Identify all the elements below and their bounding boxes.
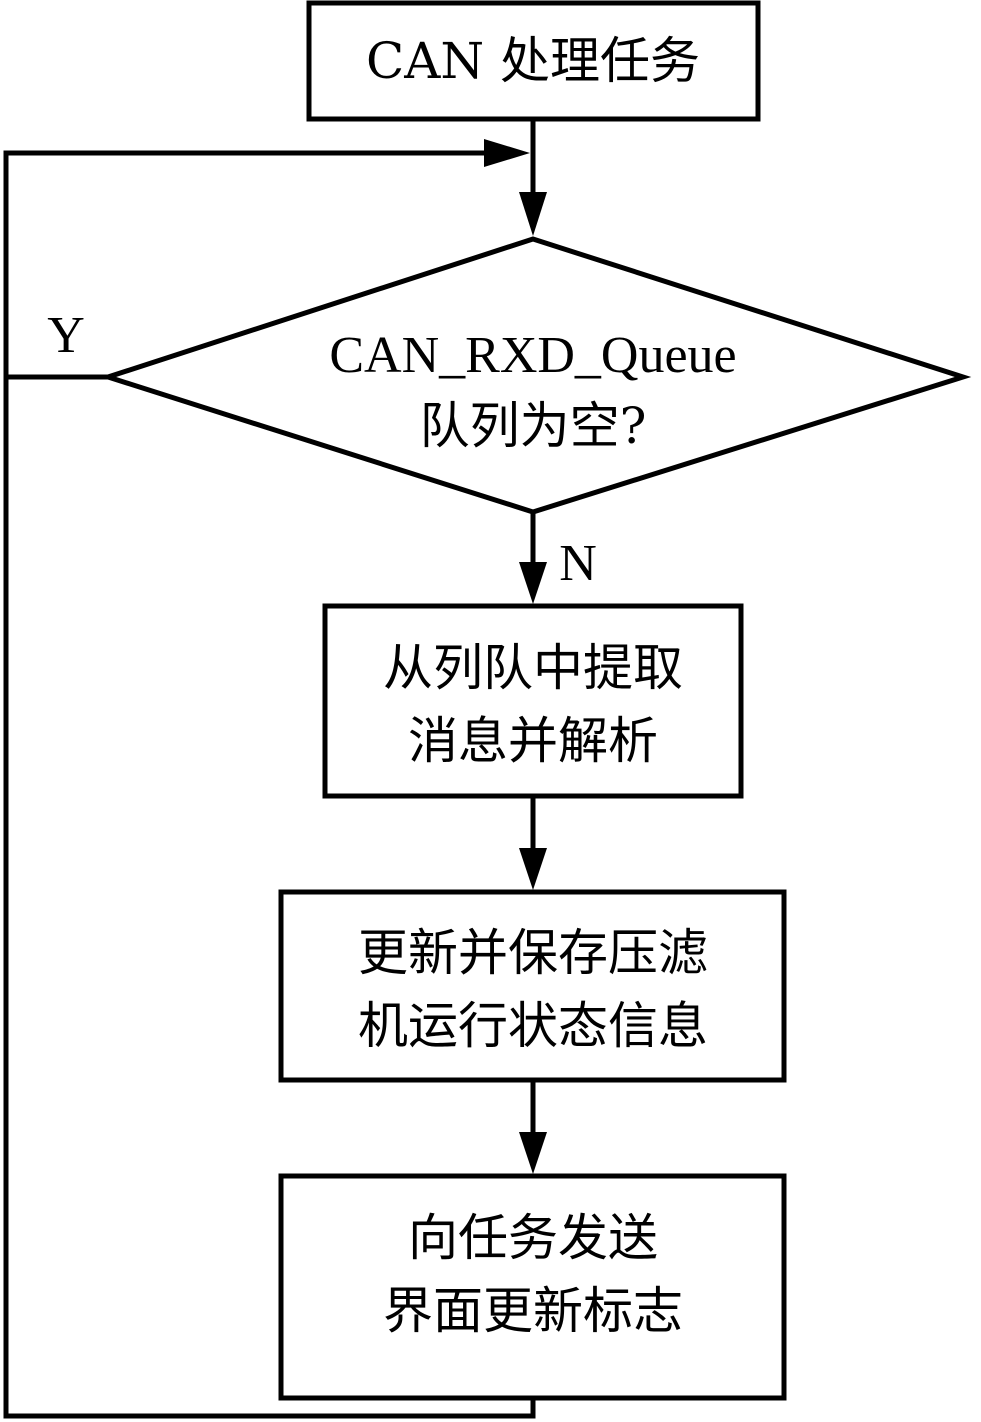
arrow-loop-merge — [484, 139, 530, 167]
branch-yes-label: Y — [47, 307, 85, 364]
arrow-into-step3 — [519, 1132, 547, 1174]
decision-line2: 队列为空? — [420, 397, 647, 455]
step1-box — [322, 603, 744, 799]
loop-back-line — [3, 374, 536, 1419]
start-label: CAN 处理任务 — [366, 32, 700, 90]
step2-line1: 更新并保存压滤 — [358, 924, 708, 982]
step3-line2: 界面更新标志 — [383, 1282, 683, 1340]
loop-top-line — [3, 150, 490, 377]
step3-line1: 向任务发送 — [408, 1209, 658, 1267]
branch-no-label: N — [559, 535, 597, 592]
decision-line1: CAN_RXD_Queue — [329, 327, 736, 384]
step3-box — [278, 1173, 787, 1401]
start-box — [306, 0, 761, 122]
step2-line2: 机运行状态信息 — [358, 997, 708, 1055]
arrow-into-decision — [519, 192, 547, 236]
step1-line1: 从列队中提取 — [383, 639, 683, 697]
arrow-into-step2 — [519, 848, 547, 890]
step2-box — [278, 889, 787, 1083]
step1-line2: 消息并解析 — [408, 712, 658, 770]
arrow-into-step1 — [519, 562, 547, 604]
